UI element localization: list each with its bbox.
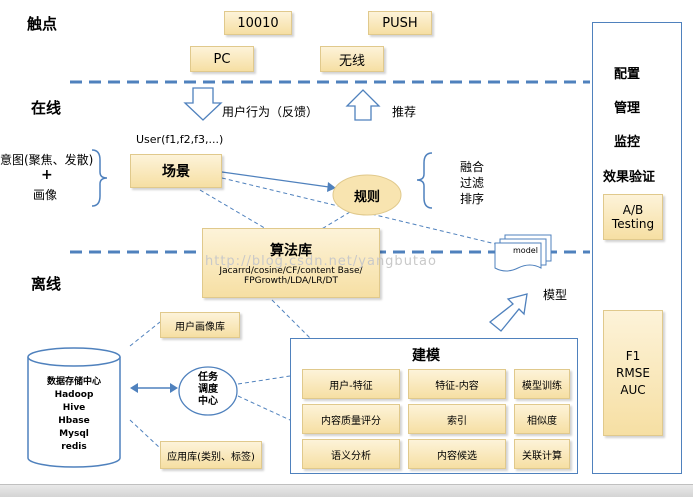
modeling-item: 索引 xyxy=(408,404,506,434)
fusion-item: 融合 xyxy=(460,160,485,174)
channel-push: PUSH xyxy=(368,11,432,35)
channel-pc: PC xyxy=(190,46,254,72)
metric-auc: AUC xyxy=(620,382,646,397)
modeling-item: 关联计算 xyxy=(514,439,570,469)
up-arrow-icon xyxy=(345,89,381,121)
ab-testing-line: A/B xyxy=(622,203,644,217)
plus-label: + xyxy=(41,167,53,183)
horizontal-scrollbar[interactable] xyxy=(0,484,693,497)
task-ellipse xyxy=(178,366,238,416)
sort-item: 排序 xyxy=(460,192,485,206)
task-center-line: 任务 xyxy=(198,372,218,383)
user-profile-db-box: 用户画像库 xyxy=(160,312,240,338)
portrait-label: 画像 xyxy=(33,188,58,202)
metric-rmse: RMSE xyxy=(616,365,650,380)
data-center-item: Hadoop xyxy=(54,390,94,400)
monitor-label: 监控 xyxy=(614,135,641,150)
model-arrow-icon xyxy=(488,293,528,332)
watermark: http://blog.csdn.net/yangbutao xyxy=(205,254,437,269)
down-arrow-icon xyxy=(183,87,223,121)
modeling-title: 建模 xyxy=(412,348,440,364)
section-online: 在线 xyxy=(31,99,62,117)
metrics-box: F1 RMSE AUC xyxy=(603,310,663,436)
fusion-list: 融合 过滤 排序 xyxy=(460,159,484,207)
model-label: 模型 xyxy=(543,288,568,302)
scene-box: 场景 xyxy=(130,154,222,188)
algorithm-library-box: 算法库 Jacarrd/cosine/CF/content Base/ FPGr… xyxy=(202,228,380,298)
model-doc-label: model xyxy=(513,246,538,255)
modeling-item: 特征-内容 xyxy=(408,369,506,399)
data-center-item: Hbase xyxy=(58,416,90,426)
user-params-label: User(f1,f2,f3,...) xyxy=(136,133,224,146)
section-offline: 离线 xyxy=(31,275,62,293)
manage-label: 管理 xyxy=(614,101,641,116)
ab-testing-line: Testing xyxy=(611,217,655,231)
modeling-item: 内容候选 xyxy=(408,439,506,469)
effect-verify-label: 效果验证 xyxy=(603,170,656,185)
modeling-item: 用户-特征 xyxy=(302,369,400,399)
metric-f1: F1 xyxy=(625,348,641,363)
database-icon xyxy=(27,357,121,468)
config-label: 配置 xyxy=(614,67,641,82)
channel-wireless: 无线 xyxy=(320,46,384,72)
app-db-box: 应用库(类别、标签) xyxy=(160,441,262,469)
modeling-item: 内容质量评分 xyxy=(302,404,400,434)
left-brace xyxy=(91,149,108,207)
recommend-label: 推荐 xyxy=(392,105,417,119)
modeling-item: 相似度 xyxy=(514,404,570,434)
user-behavior-label: 用户行为（反馈） xyxy=(222,105,319,119)
task-center-line: 调度 xyxy=(198,384,218,395)
data-center-title: 数据存储中心 xyxy=(46,377,101,387)
right-brace xyxy=(416,152,433,209)
algorithm-library-title: 算法库 xyxy=(270,243,312,259)
rules-ellipse xyxy=(332,174,402,216)
rules-label: 规则 xyxy=(353,190,380,205)
data-center-item: Mysql xyxy=(59,429,89,439)
task-center: 任务 调度 中心 xyxy=(186,372,230,408)
algorithm-list-line2: FPGrowth/LDA/LR/DT xyxy=(244,276,338,286)
intent-label: 意图(聚焦、发散) xyxy=(0,153,94,167)
task-center-line: 中心 xyxy=(198,396,218,407)
algorithm-list-line1: Jacarrd/cosine/CF/content Base/ xyxy=(219,266,363,276)
modeling-item: 语义分析 xyxy=(302,439,400,469)
model-doc-icon xyxy=(494,242,542,272)
data-center-item: redis xyxy=(61,442,87,452)
modeling-item: 模型训练 xyxy=(514,369,570,399)
ab-testing-box: A/B Testing xyxy=(603,194,663,240)
section-touchpoint: 触点 xyxy=(27,15,58,33)
data-center-item: Hive xyxy=(62,403,86,413)
channel-10010: 10010 xyxy=(224,11,292,35)
data-center: 数据存储中心 Hadoop Hive Hbase Mysql redis xyxy=(28,376,120,454)
filter-item: 过滤 xyxy=(460,176,485,190)
